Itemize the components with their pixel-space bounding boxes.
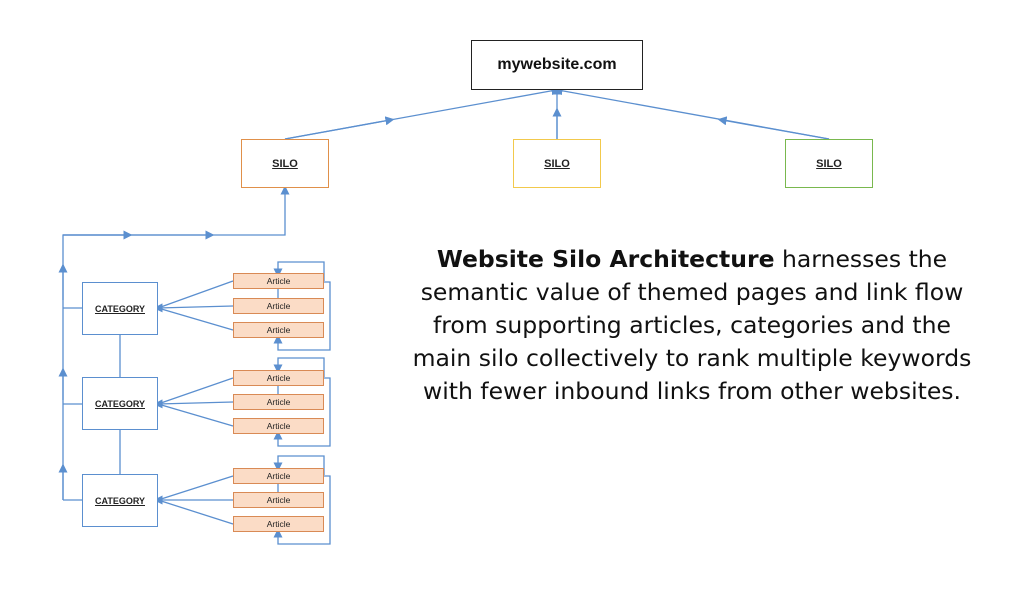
- connector-g3-a3: [157, 499, 234, 525]
- category-node-2: CATEGORY: [82, 377, 158, 430]
- connector-g3-loop: [273, 475, 331, 545]
- connector-g3-a1: [157, 475, 234, 501]
- article-node: Article: [233, 394, 324, 410]
- connector-g1-a3: [157, 307, 234, 331]
- category-label: CATEGORY: [94, 303, 145, 314]
- article-label: Article: [266, 421, 291, 431]
- article-node: Article: [233, 492, 324, 508]
- article-node: Article: [233, 322, 324, 338]
- article-label: Article: [266, 397, 291, 407]
- article-node: Article: [233, 298, 324, 314]
- category-label: CATEGORY: [94, 398, 145, 409]
- category-label: CATEGORY: [94, 495, 145, 506]
- silo-node-2: SILO: [513, 139, 601, 188]
- connector-g2-a3: [157, 403, 234, 427]
- article-label: Article: [266, 325, 291, 335]
- connector-g2-loop: [273, 377, 331, 447]
- silo-label: SILO: [272, 157, 298, 170]
- article-label: Article: [266, 276, 291, 286]
- connector-g1-top: [273, 261, 325, 281]
- connector-trunk: [62, 185, 290, 500]
- connector-g1-a2: [153, 303, 234, 313]
- article-label: Article: [266, 373, 291, 383]
- silo-node-3: SILO: [785, 139, 873, 188]
- connector-g2-a1: [157, 377, 234, 405]
- connector-g3-top: [273, 455, 325, 475]
- silo-node-1: SILO: [241, 139, 329, 188]
- category-node-3: CATEGORY: [82, 474, 158, 527]
- article-node: Article: [233, 273, 324, 289]
- connector-g1-loop: [273, 281, 331, 351]
- article-node: Article: [233, 468, 324, 484]
- article-label: Article: [266, 519, 291, 529]
- category-node-1: CATEGORY: [82, 282, 158, 335]
- caption-bold: Website Silo Architecture: [436, 245, 775, 273]
- article-label: Article: [266, 495, 291, 505]
- connector-silo3-mid-arrow: [717, 116, 830, 140]
- connector-g1-a1: [157, 280, 234, 309]
- root-node: mywebsite.com: [471, 40, 643, 90]
- caption-rest: harnesses the semantic value of themed p…: [412, 245, 972, 405]
- connector-g2-top: [273, 357, 325, 377]
- connector-silo1-mid-arrow: [284, 116, 395, 140]
- silo-label: SILO: [816, 157, 842, 170]
- article-node: Article: [233, 516, 324, 532]
- article-node: Article: [233, 418, 324, 434]
- article-label: Article: [266, 471, 291, 481]
- root-label: mywebsite.com: [497, 56, 617, 73]
- silo-label: SILO: [544, 157, 570, 170]
- connector-g2-a2: [153, 399, 234, 409]
- article-label: Article: [266, 301, 291, 311]
- article-node: Article: [233, 370, 324, 386]
- caption-text: Website Silo Architecture harnesses the …: [408, 243, 976, 408]
